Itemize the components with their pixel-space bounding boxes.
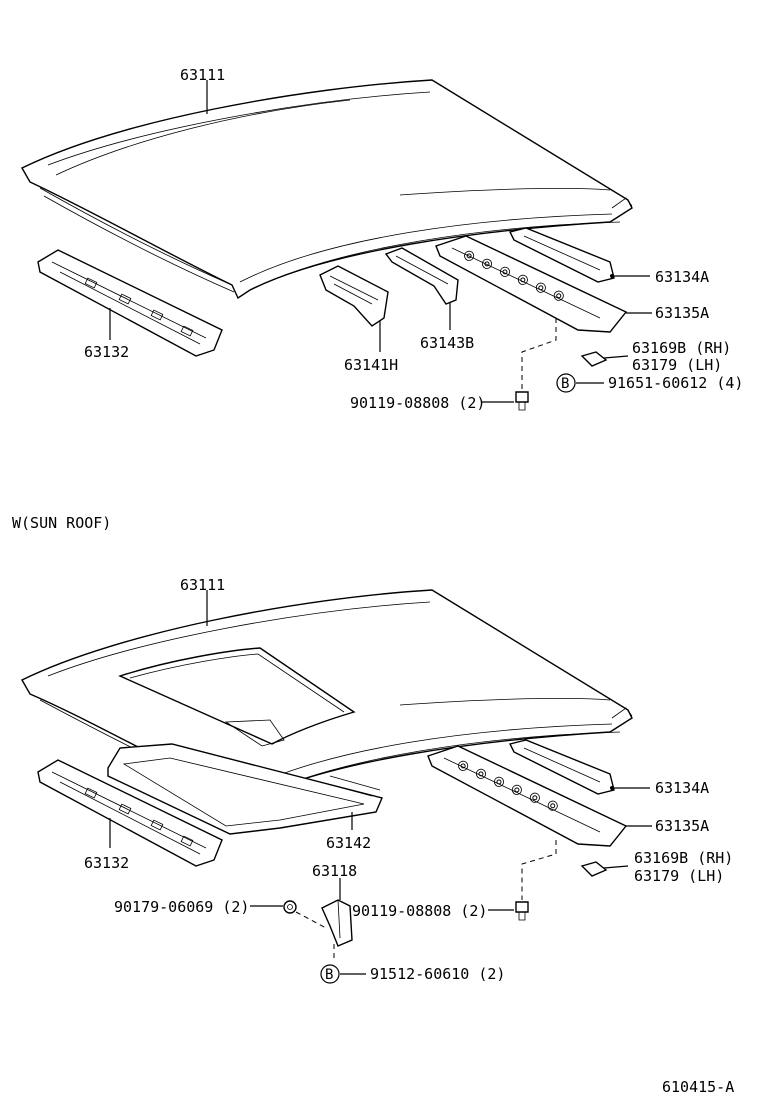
label-roof-bow-1: 63141H xyxy=(344,356,398,374)
label-clip-bottom: 91512-60610 (2) xyxy=(370,965,505,983)
top-roof-bow-1 xyxy=(319,265,389,327)
top-bolt xyxy=(515,391,529,411)
label-front-header-top: 63132 xyxy=(84,343,129,361)
top-rear-reinf-upper xyxy=(508,227,615,283)
label-bolt-top: 90119-08808 (2) xyxy=(350,394,485,412)
label-bracket-rh-bottom: 63169B (RH) xyxy=(634,849,733,867)
top-roof-panel xyxy=(21,79,633,300)
label-bracket-rh-top: 63169B (RH) xyxy=(632,339,731,357)
top-roof-bow-2 xyxy=(384,247,459,305)
bottom-front-header-panel xyxy=(37,759,223,867)
top-bracket-rh-lh xyxy=(580,351,608,367)
leader-bracket-top xyxy=(603,355,629,359)
bottom-bracket-63118 xyxy=(321,899,353,947)
clip-symbol-bottom: B xyxy=(325,967,333,983)
section-sunroof-title: W(SUN ROOF) xyxy=(12,514,111,532)
label-rear-reinf-lower-bottom: 63135A xyxy=(655,817,709,835)
dashed-nut-path xyxy=(295,911,327,929)
label-clip-top: 91651-60612 (4) xyxy=(608,374,743,392)
label-roof-panel-top: 63111 xyxy=(180,66,225,84)
label-roof-panel-bottom: 63111 xyxy=(180,576,225,594)
bottom-rear-reinf-upper xyxy=(508,739,615,795)
label-bracket-63118: 63118 xyxy=(312,862,357,880)
label-rear-reinf-upper-top: 63134A xyxy=(655,268,709,286)
label-roof-bow-2: 63143B xyxy=(420,334,474,352)
top-clip-symbol: B xyxy=(556,373,576,393)
label-nut: 90179-06069 (2) xyxy=(114,898,249,916)
bottom-sunroof-frame xyxy=(107,743,383,835)
top-front-header-panel xyxy=(37,249,223,357)
bottom-bolt xyxy=(515,901,529,921)
bottom-clip-symbol: B xyxy=(320,964,340,984)
figure-code: 610415-A xyxy=(662,1078,734,1096)
clip-symbol-top: B xyxy=(561,376,569,392)
bottom-sunroof-opening xyxy=(118,647,356,747)
bottom-bracket-rh-lh xyxy=(580,861,608,877)
top-rear-reinf-lower: ⦾ ⦾ ⦾ ⦾ ⦾ ⦾ xyxy=(435,235,628,333)
label-bracket-lh-bottom: 63179 (LH) xyxy=(634,867,724,885)
dashed-bolt-path-bottom xyxy=(521,840,557,900)
label-rear-reinf-lower-top: 63135A xyxy=(655,304,709,322)
label-front-header-bottom: 63132 xyxy=(84,854,129,872)
bottom-nut xyxy=(283,900,297,914)
label-bracket-lh-top: 63179 (LH) xyxy=(632,356,722,374)
label-sunroof-frame: 63142 xyxy=(326,834,371,852)
label-rear-reinf-upper-bottom: 63134A xyxy=(655,779,709,797)
label-bolt-bottom: 90119-08808 (2) xyxy=(352,902,487,920)
bottom-rear-reinf-lower: ⦾ ⦾ ⦾ ⦾ ⦾ ⦾ xyxy=(427,745,628,847)
dashed-bolt-path-top xyxy=(521,318,557,390)
leader-bracket-bottom xyxy=(603,865,629,869)
